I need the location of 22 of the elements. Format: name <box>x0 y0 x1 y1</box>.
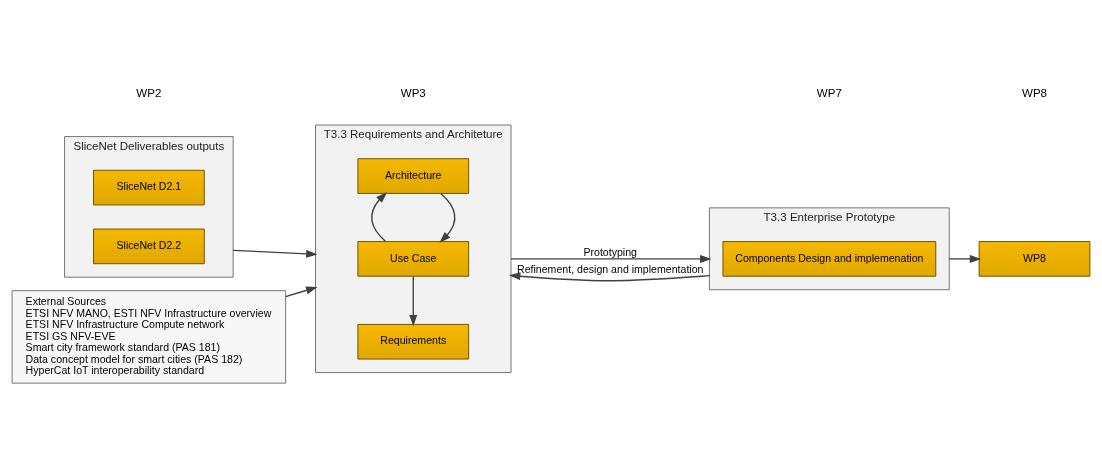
label: WP2 <box>136 86 162 99</box>
arrow <box>948 254 982 263</box>
arrow <box>409 275 418 326</box>
label: WP8 <box>1022 86 1048 99</box>
arrow <box>371 191 388 242</box>
arrow <box>285 286 318 297</box>
node-box: Components Design and implemenation <box>722 240 937 277</box>
edge-label: Prototyping <box>583 245 637 258</box>
arrow <box>439 192 456 243</box>
label: WP7 <box>816 86 842 99</box>
arrow <box>510 254 712 263</box>
edge-label: Refinement, design and implementation <box>517 262 704 275</box>
arrow <box>509 271 711 281</box>
node-box: Architecture <box>357 157 470 194</box>
node-box: WP8 <box>978 240 1091 277</box>
node-box: Use Case <box>357 240 470 277</box>
node-box: Requirements <box>357 323 470 360</box>
node-box: SliceNet D2.1 <box>93 169 205 205</box>
node-box: SliceNet D2.2 <box>93 228 205 264</box>
arrow <box>232 249 318 258</box>
label: WP3 <box>400 86 426 99</box>
node-box: External Sources ETSI NFV MANO, ESTI NFV Infrastructure overview ETSI NFV Infrastructure Compute network ETSI GS NFV-EVE Smart city framework standard (PAS 181) Data concept model for smart cities (PAS 182) HyperCat IoT interoperability standard <box>11 289 287 384</box>
